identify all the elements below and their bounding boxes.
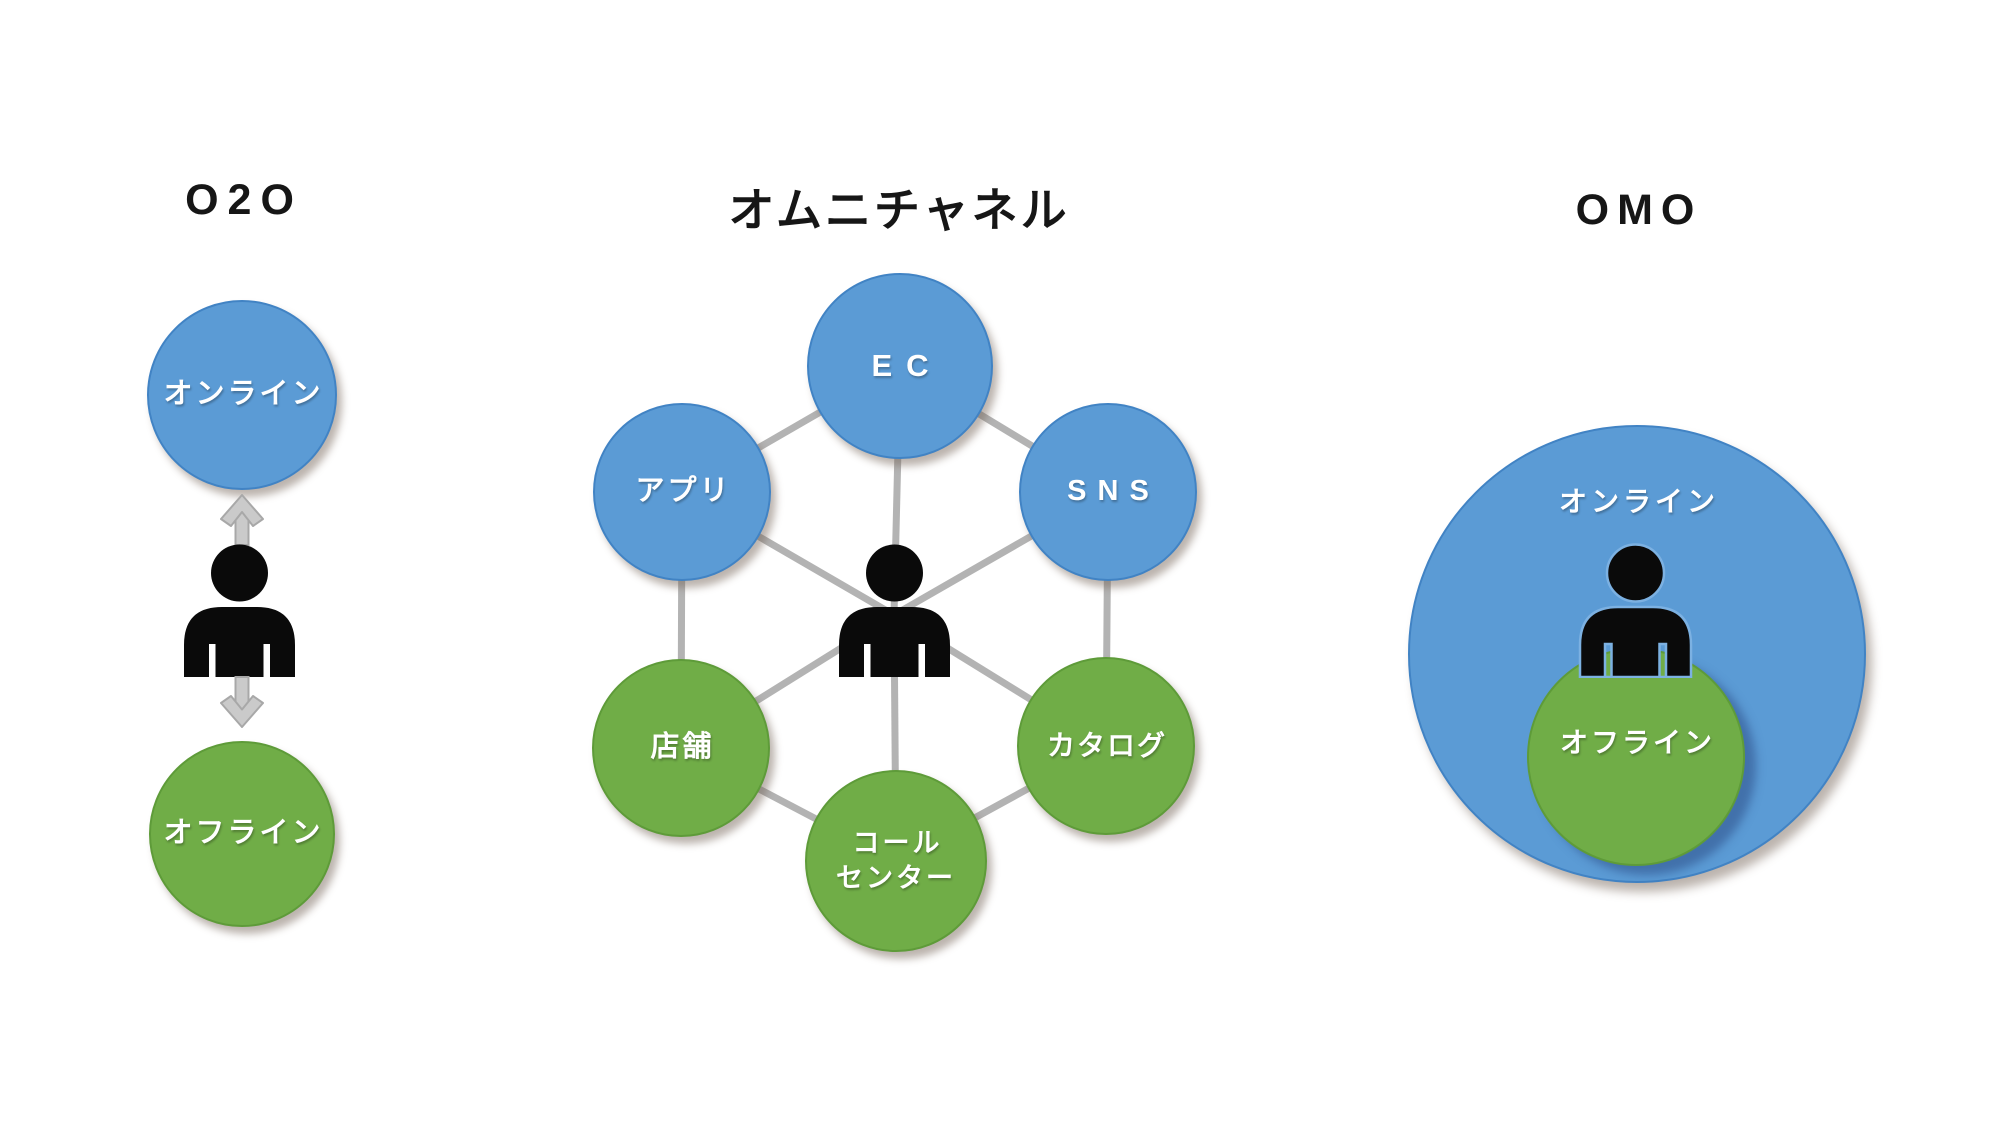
channel-circle-app: アプリ	[593, 403, 771, 581]
person-body	[1578, 605, 1693, 678]
o2o-online-label: オンライン	[163, 378, 324, 411]
arrow-head	[220, 494, 264, 527]
omo-offline-circle: オフライン	[1527, 648, 1745, 866]
channel-circle-catalog: カタログ	[1017, 657, 1195, 835]
omo-title: OMO	[1575, 186, 1703, 234]
o2o-offline-circle: オフライン	[149, 741, 335, 927]
channel-label-app: アプリ	[635, 475, 732, 508]
channel-label-sns: SNS	[1067, 475, 1160, 508]
callcenter-line1: コール	[852, 827, 943, 858]
person-head	[866, 544, 923, 602]
omo-offline-label: オフライン	[1559, 726, 1715, 758]
omo-online-label: オンライン	[1558, 486, 1720, 517]
person-icon	[1578, 543, 1693, 678]
channel-circle-callcenter: コールセンター	[805, 770, 987, 952]
channel-circle-sns: SNS	[1019, 403, 1197, 581]
callcenter-line2: センター	[836, 863, 956, 893]
channel-label-ec: EC	[871, 347, 943, 383]
person-head	[1605, 543, 1666, 603]
channel-label-catalog: カタログ	[1046, 729, 1167, 761]
arrow-head	[220, 695, 264, 728]
arrow-up-icon	[220, 494, 264, 546]
omnichannel-title: オムニチャネル	[728, 184, 1070, 236]
channel-label-callcenter: コールセンター	[836, 826, 956, 896]
person-body	[184, 607, 295, 677]
person-icon	[839, 544, 950, 677]
o2o-title: O2O	[185, 176, 303, 224]
channel-label-store: 店舗	[650, 731, 715, 764]
person-icon	[184, 544, 295, 677]
arrow-down-icon	[220, 676, 264, 728]
o2o-offline-label: オフライン	[163, 817, 324, 850]
o2o-online-circle: オンライン	[147, 300, 337, 490]
channel-circle-store: 店舗	[592, 659, 770, 837]
person-body	[839, 607, 950, 677]
person-head	[211, 544, 268, 602]
channel-circle-ec: EC	[807, 273, 993, 459]
